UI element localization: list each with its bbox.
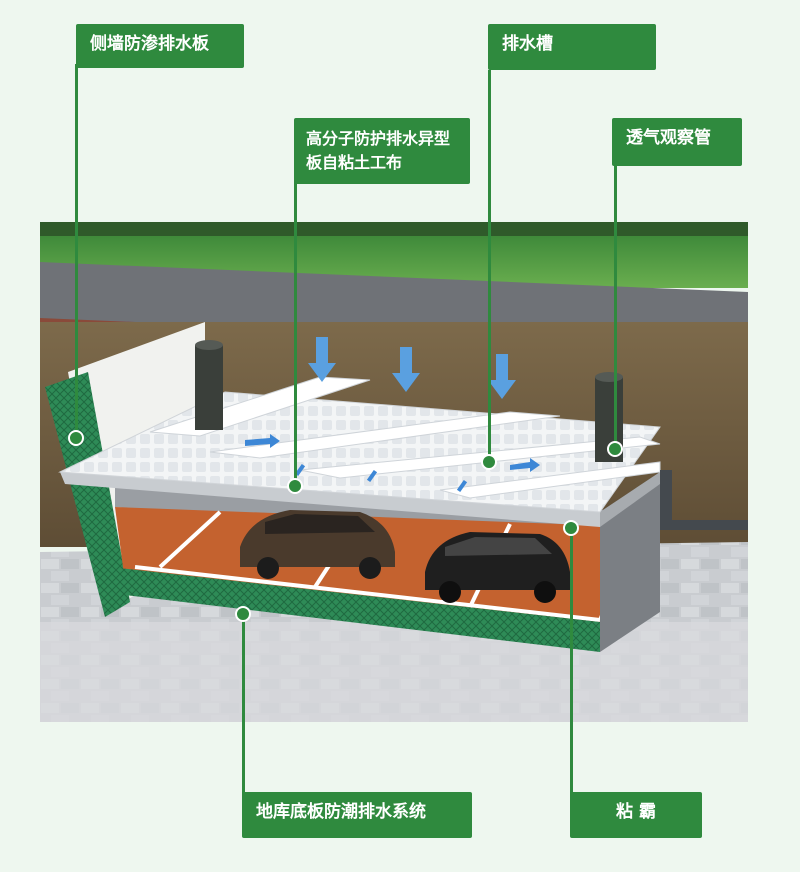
leader-side-wall (75, 64, 78, 438)
leader-floor-system (242, 614, 245, 794)
foreground-slab (40, 622, 748, 722)
roof-slab-front (60, 472, 600, 527)
car-left (240, 510, 395, 579)
label-niba: 粘 霸 (570, 792, 702, 838)
roof-slab-side (600, 472, 660, 527)
vent-pipe-left (195, 340, 223, 430)
leader-drainage-trough (488, 70, 491, 462)
concrete-right-wall (600, 472, 660, 652)
label-drainage-trough: 排水槽 (488, 24, 656, 70)
leader-vent-pipe (614, 166, 617, 448)
label-side-wall-drain-board: 侧墙防渗排水板 (76, 24, 244, 68)
pointer-dot-floor-system (235, 606, 251, 622)
label-basement-floor-system: 地库底板防潮排水系统 (242, 792, 472, 838)
flow-arrow-icon (245, 434, 540, 493)
pointer-dot-side-wall (68, 430, 84, 446)
outlet-pipe-riser (660, 470, 672, 525)
outlet-pipe (660, 520, 748, 530)
floor-drain-layer (100, 567, 600, 652)
pointer-dot-drainage-trough (481, 454, 497, 470)
leader-polymer-board (294, 180, 297, 486)
car-right (425, 532, 570, 603)
pointer-dot-polymer-board (287, 478, 303, 494)
label-polymer-drain-board: 高分子防护排水异型板自粘土工布 (294, 118, 470, 184)
treeline (40, 222, 748, 238)
drainage-troughs (149, 376, 661, 499)
pointer-dot-vent-pipe (607, 441, 623, 457)
leader-niba (570, 528, 573, 796)
label-vent-observation-pipe: 透气观察管 (612, 118, 742, 166)
pointer-dot-niba (563, 520, 579, 536)
down-arrow-icon (308, 337, 516, 399)
side-wall-drain-board (45, 372, 130, 617)
underground-garage-illustration (40, 222, 748, 722)
